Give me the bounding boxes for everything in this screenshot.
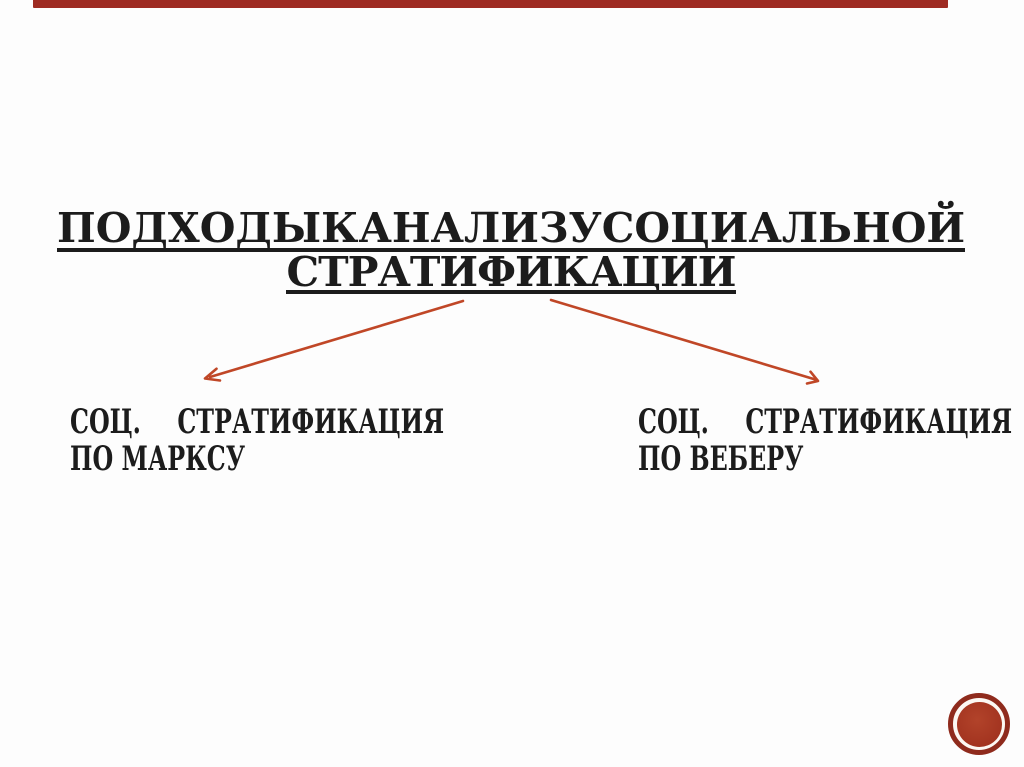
label-marx-word-1: СОЦ. [70, 402, 141, 442]
label-marx-line-1: СОЦ. СТРАТИФИКАЦИЯ [70, 404, 604, 441]
badge-inner-dot [956, 701, 1002, 747]
title-word-3: АНАЛИЗУ [358, 204, 602, 252]
label-marx-line-2: ПО МАРКСУ [70, 439, 246, 479]
label-marx: СОЦ. СТРАТИФИКАЦИЯ ПО МАРКСУ [70, 404, 604, 478]
badge-icon [948, 693, 1010, 755]
title-line-2: СТРАТИФИКАЦИИ [286, 248, 737, 296]
top-accent-bar [33, 0, 948, 8]
label-weber-word-1: СОЦ. [638, 402, 709, 442]
label-marx-word-2: СТРАТИФИКАЦИЯ [177, 402, 445, 442]
label-weber-word-2: СТРАТИФИКАЦИЯ [745, 402, 1013, 442]
title-line-1: ПОДХОДЫ К АНАЛИЗУ СОЦИАЛЬНОЙ [57, 208, 965, 252]
label-weber-line-1: СОЦ. СТРАТИФИКАЦИЯ [638, 404, 1024, 441]
label-weber-line-2: ПО ВЕБЕРУ [638, 439, 804, 479]
title-word-1: ПОДХОДЫ [57, 204, 322, 252]
title-word-4: СОЦИАЛЬНОЙ [601, 204, 966, 252]
label-weber: СОЦ. СТРАТИФИКАЦИЯ ПО ВЕБЕРУ [638, 404, 1024, 478]
slide-title: ПОДХОДЫ К АНАЛИЗУ СОЦИАЛЬНОЙ СТРАТИФИКАЦ… [57, 208, 965, 294]
down-right-arrow-icon [549, 298, 820, 385]
down-left-arrow-icon [203, 299, 465, 382]
title-word-2: К [321, 204, 359, 252]
